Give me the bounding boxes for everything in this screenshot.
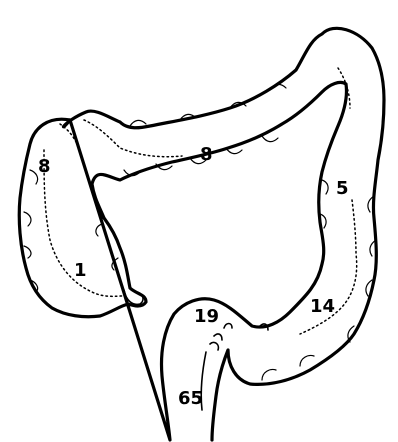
label-rectum: 65 xyxy=(178,388,203,409)
label-cecum: 1 xyxy=(74,260,87,281)
dotted-path-transverse xyxy=(84,120,182,157)
label-rectosigmoid: 19 xyxy=(194,306,219,327)
label-transverse-colon: 8 xyxy=(200,144,213,165)
label-descending-colon: 5 xyxy=(336,178,349,199)
label-ascending-colon: 8 xyxy=(38,156,51,177)
label-sigmoid-colon: 14 xyxy=(310,296,335,317)
